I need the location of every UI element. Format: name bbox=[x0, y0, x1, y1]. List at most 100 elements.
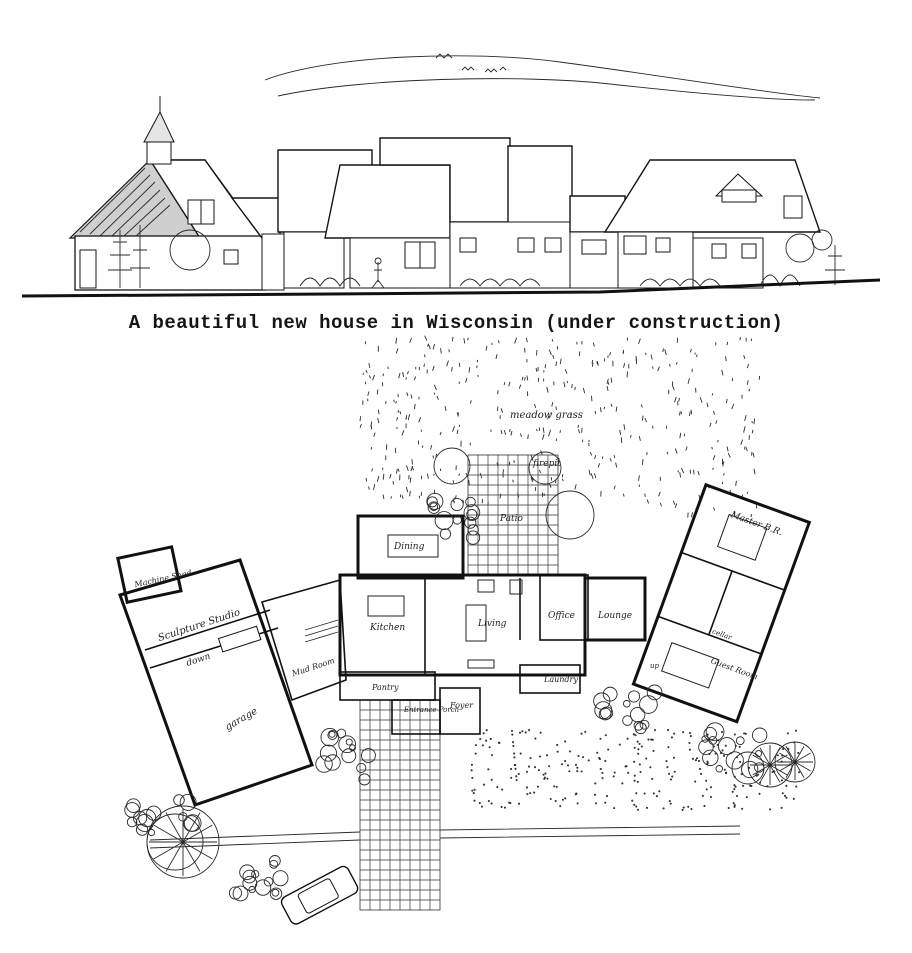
right-wing bbox=[569, 159, 821, 289]
lawn-stipple bbox=[671, 775, 674, 778]
lawn-stipple bbox=[781, 792, 784, 795]
shrub-mark bbox=[349, 744, 356, 752]
lawn-stipple bbox=[650, 738, 653, 741]
lawn-stipple bbox=[513, 752, 516, 755]
tree-spoke bbox=[794, 752, 811, 763]
shrub-mark bbox=[146, 805, 162, 821]
lawn-stipple bbox=[510, 729, 514, 732]
label-laundry: Laundry bbox=[543, 675, 578, 684]
grass-mark bbox=[503, 429, 507, 435]
grass-mark bbox=[726, 341, 729, 346]
grass-mark bbox=[402, 371, 404, 378]
grass-mark bbox=[546, 386, 549, 393]
lawn-stipple bbox=[706, 760, 709, 763]
lawn-stipple bbox=[613, 807, 616, 810]
shrub-mark bbox=[232, 885, 249, 902]
grass-mark bbox=[753, 468, 756, 475]
grass-mark bbox=[727, 452, 731, 458]
grass-mark bbox=[365, 477, 368, 482]
sky-stroke bbox=[264, 55, 821, 99]
lawn-stipple bbox=[478, 801, 481, 805]
lawn-stipple bbox=[720, 730, 724, 734]
lawn-stipple bbox=[627, 771, 630, 774]
lawn-stipple bbox=[637, 748, 640, 751]
shrub-mark bbox=[463, 504, 481, 521]
ground-line bbox=[21, 278, 881, 298]
grass-mark bbox=[524, 377, 526, 381]
shrub-mark bbox=[228, 886, 243, 900]
grass-mark bbox=[371, 468, 373, 472]
lawn-stipple bbox=[637, 752, 640, 755]
grass-mark bbox=[382, 494, 385, 500]
shrub-mark bbox=[345, 738, 353, 746]
lawn-stipple bbox=[795, 729, 798, 732]
lawn-stipple bbox=[673, 770, 676, 773]
grass-mark bbox=[536, 428, 538, 432]
grass-mark bbox=[744, 415, 747, 422]
grass-mark bbox=[690, 409, 693, 415]
lawn-stipple bbox=[785, 784, 788, 788]
grass-mark bbox=[479, 472, 483, 479]
lawn-stipple bbox=[639, 770, 642, 774]
label-machine-shed: Machine Shed bbox=[133, 568, 193, 589]
lawn-stipple bbox=[481, 744, 484, 747]
grass-mark bbox=[709, 422, 712, 428]
lawn-stipple bbox=[471, 789, 474, 792]
grass-mark bbox=[497, 340, 500, 344]
grass-mark bbox=[610, 403, 613, 407]
shrub-icon bbox=[124, 492, 768, 902]
grass-mark bbox=[527, 434, 529, 440]
tree-icon bbox=[108, 225, 211, 288]
grass-mark bbox=[640, 404, 643, 408]
shrub-mark bbox=[324, 754, 341, 771]
label-dining: Dining bbox=[393, 542, 425, 552]
lawn-stipple bbox=[601, 777, 604, 780]
shrub-mark bbox=[598, 707, 612, 721]
grass-mark bbox=[458, 424, 461, 428]
grass-mark bbox=[638, 436, 641, 441]
shrub-mark bbox=[254, 879, 272, 896]
lawn-stipple bbox=[604, 759, 607, 762]
grass-mark bbox=[606, 378, 609, 385]
grass-mark bbox=[525, 337, 528, 343]
shrub-mark bbox=[622, 699, 631, 708]
grass-mark bbox=[395, 337, 397, 344]
grass-mark bbox=[535, 367, 538, 372]
lawn-stipple bbox=[510, 767, 513, 771]
grass-mark bbox=[536, 349, 538, 356]
shrub-icon bbox=[299, 229, 845, 288]
lawn-stipple bbox=[733, 788, 736, 791]
grass-mark bbox=[740, 439, 744, 445]
lawn-stipple bbox=[528, 729, 531, 732]
lawn-stipple bbox=[534, 737, 537, 740]
grass-mark bbox=[590, 473, 594, 479]
grass-mark bbox=[500, 429, 503, 435]
grass-mark bbox=[424, 335, 428, 341]
grass-mark bbox=[752, 452, 755, 458]
lawn-stipple bbox=[669, 778, 673, 781]
lawn-stipple bbox=[574, 763, 578, 766]
shrub-mark bbox=[639, 695, 658, 714]
lawn-stipple bbox=[688, 741, 691, 745]
lawn-stipple bbox=[543, 776, 546, 779]
grass-mark bbox=[746, 380, 749, 385]
lawn-stipple bbox=[529, 757, 532, 760]
lawn-stipple bbox=[782, 747, 785, 750]
grass-mark bbox=[685, 446, 688, 451]
shrub-mark bbox=[126, 816, 138, 828]
lawn-stipple bbox=[738, 745, 741, 748]
grass-mark bbox=[746, 491, 749, 494]
grass-mark bbox=[683, 433, 686, 437]
grass-mark bbox=[409, 337, 412, 343]
lawn-stipple bbox=[515, 779, 518, 782]
grass-mark bbox=[689, 348, 692, 353]
lawn-stipple bbox=[739, 760, 742, 763]
grass-mark bbox=[597, 463, 600, 468]
lawn-stipple bbox=[582, 756, 585, 759]
grass-mark bbox=[726, 446, 729, 452]
lawn-stipple bbox=[636, 780, 639, 783]
lawn-stipple bbox=[549, 797, 552, 801]
grass-mark bbox=[603, 406, 606, 410]
tree-spoke bbox=[779, 761, 796, 772]
label-master-br: Master B.R. bbox=[728, 510, 784, 538]
